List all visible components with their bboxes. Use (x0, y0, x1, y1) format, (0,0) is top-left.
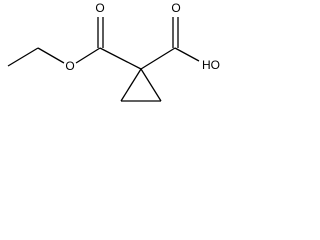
atom-ester-carbonyl-o: O (95, 1, 104, 15)
bond-ester-c-quat-c (99, 47, 142, 70)
atom-acid-carbonyl-o: O (171, 1, 180, 15)
bond-quat-c-acid-c (140, 47, 176, 70)
atom-ester-ether-o: O (65, 59, 74, 73)
bond-ring-quat-left (120, 68, 142, 102)
bond-ch2-ether-o (37, 47, 65, 64)
bond-methyl-ch2 (7, 47, 39, 67)
atom-acid-hydroxyl: HO (202, 58, 220, 72)
bond-ring-quat-right (140, 68, 162, 102)
bond-acid-c-oh (174, 47, 200, 62)
structure-diagram: O O O HO (7, 1, 220, 102)
bond-ether-o-ester-c (75, 47, 101, 64)
